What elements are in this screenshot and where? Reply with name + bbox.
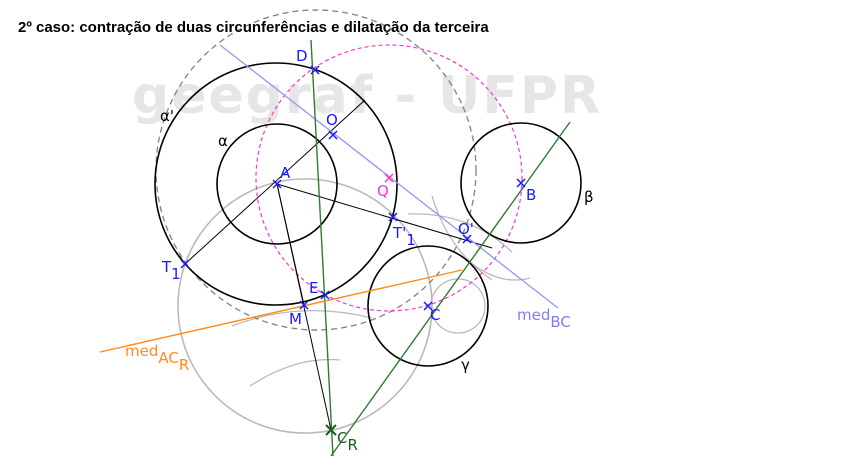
label-M: M <box>289 310 302 328</box>
label-med-BC: medBC <box>517 306 571 331</box>
label-med-ACR: medACR <box>125 342 189 374</box>
construction-arc <box>431 195 493 281</box>
point-B-marker <box>516 178 526 188</box>
page-title: 2º caso: contração de duas circunferênci… <box>18 19 489 36</box>
point-O-marker <box>328 130 338 140</box>
construction-circle-left <box>177 178 433 434</box>
construction-arc <box>469 261 531 281</box>
point-CR-marker <box>325 424 337 436</box>
label-alpha: α <box>218 132 228 150</box>
watermark: geegraf - UFPR <box>132 66 603 126</box>
circle-beta <box>460 122 582 244</box>
point-A-marker <box>272 179 282 189</box>
label-D: D <box>296 47 308 65</box>
point-T1-prime-marker <box>388 212 398 222</box>
label-E: E <box>309 279 318 297</box>
label-CR: CR <box>337 429 358 454</box>
circle-gamma <box>367 245 489 367</box>
construction-arc <box>249 358 341 387</box>
point-D-marker <box>310 65 320 75</box>
label-alpha-prime: α' <box>160 107 174 125</box>
point-Q-marker <box>384 173 394 183</box>
label-T1-prime: T'1 <box>392 224 416 249</box>
label-C: C <box>430 306 440 324</box>
label-gamma: γ <box>461 356 470 374</box>
line-A-Tp1 <box>276 183 493 249</box>
line-A-CR <box>276 183 332 431</box>
label-B: B <box>526 186 536 204</box>
label-beta: β <box>584 188 594 206</box>
label-O: O <box>326 111 338 129</box>
construction-arc <box>231 310 373 327</box>
green-line-diagonal <box>330 121 571 456</box>
point-E-marker <box>320 290 330 300</box>
point-M-marker <box>299 300 309 310</box>
label-Q: Q <box>377 182 389 200</box>
circle-alpha-prime <box>154 62 398 306</box>
bisector-med-BC <box>219 44 559 309</box>
label-T1: T1 <box>161 258 181 283</box>
point-O-prime-marker <box>462 234 472 244</box>
green-line-vertical <box>310 39 334 456</box>
bisector-med-ACR <box>99 269 463 353</box>
point-T1-marker <box>180 259 190 269</box>
point-C-marker <box>423 301 433 311</box>
construction-arc <box>407 213 513 253</box>
label-O-prime: O' <box>458 220 474 238</box>
label-A: A <box>280 164 291 182</box>
circle-alpha <box>216 123 338 245</box>
dashed-magenta-circle <box>255 44 523 312</box>
